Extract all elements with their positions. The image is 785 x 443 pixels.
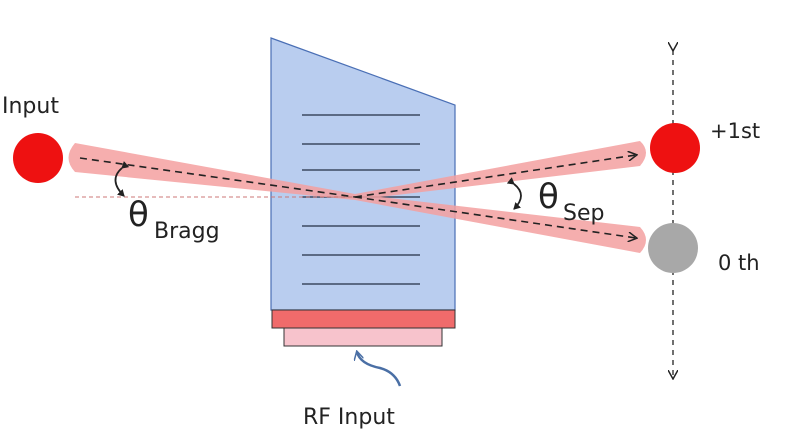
first-order-label: +1st <box>710 119 760 143</box>
input-spot <box>13 133 63 183</box>
theta-sep-subscript: Sep <box>563 201 604 226</box>
theta-bragg-subscript: Bragg <box>154 219 220 244</box>
rf-input-label: RF Input <box>303 405 395 430</box>
input-label: Input <box>2 94 59 119</box>
bragg-angle-arrow <box>114 161 130 197</box>
rf-wire-arrow <box>357 352 402 387</box>
incident-ray <box>79 157 356 198</box>
theta-sep-symbol: θ <box>538 177 559 217</box>
first-order-spot <box>650 123 700 173</box>
laser-beams <box>68 141 646 253</box>
zeroth-order-spot <box>648 223 698 273</box>
theta-bragg-symbol: θ <box>128 195 149 235</box>
zeroth-order-label: 0 th <box>718 251 760 275</box>
sep-angle-arrow <box>506 177 522 210</box>
transducer <box>271 309 456 329</box>
electrode <box>283 327 443 347</box>
aom-crystal <box>270 37 456 311</box>
